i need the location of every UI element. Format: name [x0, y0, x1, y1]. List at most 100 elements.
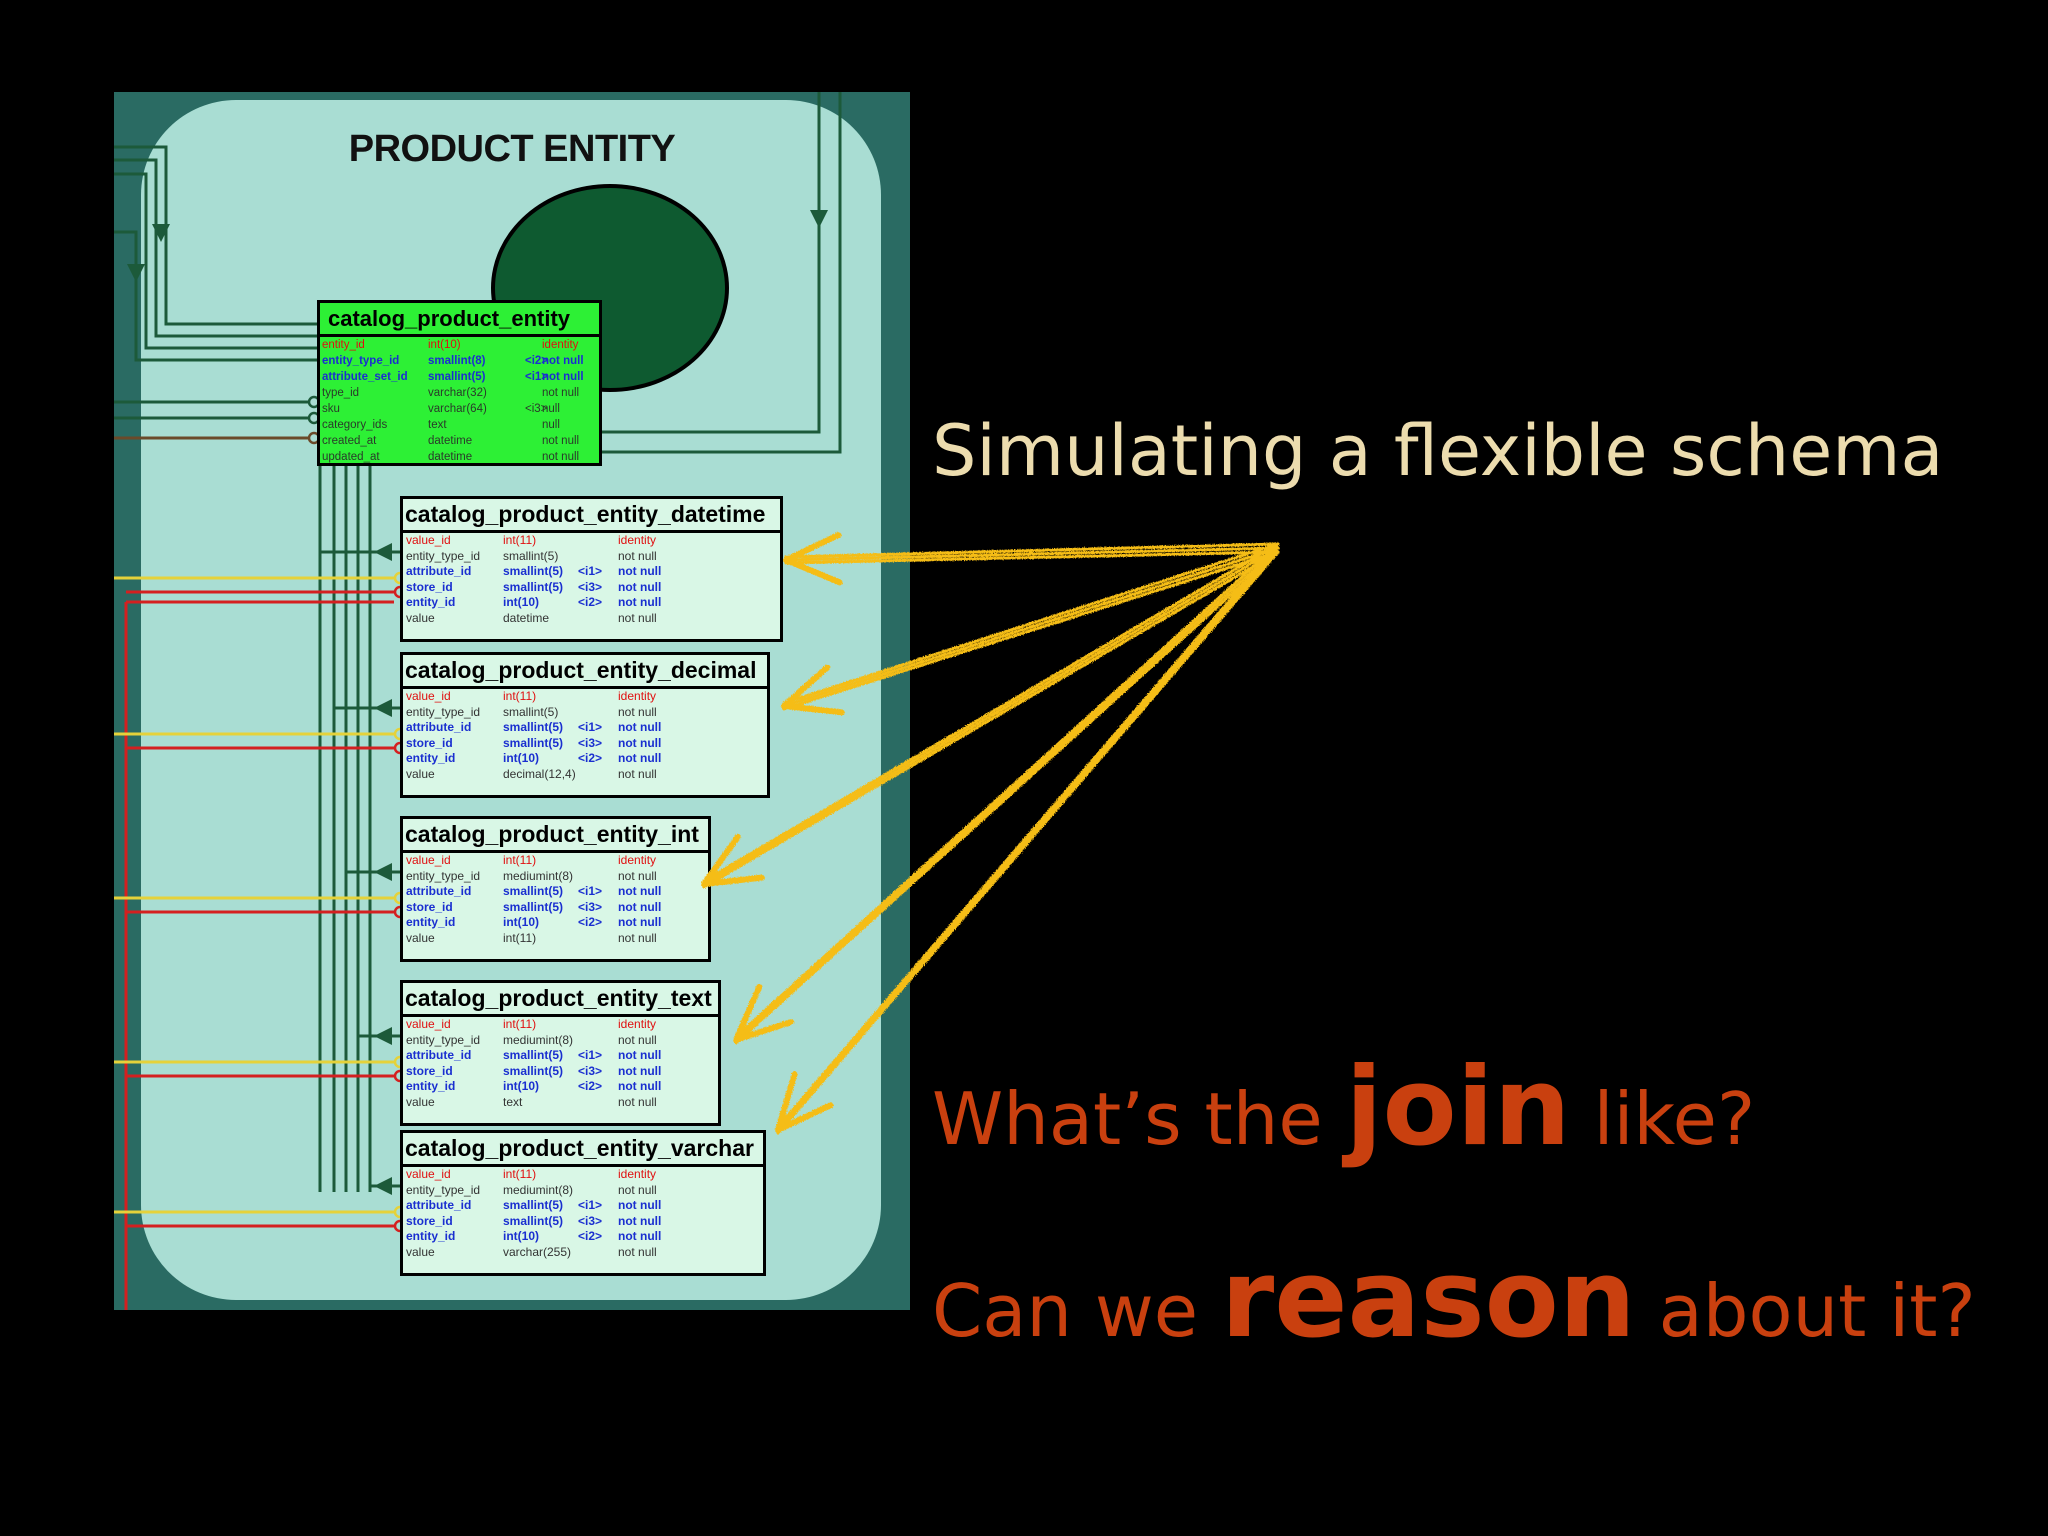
cell-col: entity_id [406, 915, 456, 929]
cell-col: attribute_set_id [322, 371, 408, 383]
annotation-arrow [734, 542, 1280, 1039]
annotation-arrow [701, 874, 765, 887]
cell-null: not null [542, 451, 580, 463]
cell-col: value_id [406, 689, 451, 703]
cell-col: entity_type_id [322, 355, 400, 367]
table-name: catalog_product_entity_datetime [403, 499, 780, 533]
cell-null: not null [618, 915, 662, 929]
cell-type: smallint(5) [503, 1048, 564, 1062]
cell-type: int(10) [503, 595, 539, 609]
connector-line [114, 158, 317, 338]
cell-type: mediumint(8) [503, 868, 574, 883]
cell-type: varchar(255) [503, 1244, 572, 1259]
cell-null: not null [618, 1079, 662, 1093]
cell-type: smallint(5) [503, 884, 564, 898]
connector-arrowhead [152, 224, 170, 242]
cell-col: value [406, 610, 435, 625]
cell-type: smallint(5) [503, 704, 559, 719]
annotation-arrow [784, 546, 1280, 562]
cell-key: <i3> [578, 1213, 603, 1228]
annotation-arrow [783, 532, 842, 563]
cell-null: not null [618, 930, 657, 945]
annotation-arrow [783, 557, 843, 586]
connector-line [594, 92, 821, 434]
cell-col: value [406, 930, 435, 945]
cell-type: mediumint(8) [503, 1182, 574, 1197]
cell-col: created_at [322, 435, 377, 447]
cell-type: int(11) [503, 1017, 537, 1031]
question-join-emphasis: join [1345, 1045, 1571, 1170]
cell-type: datetime [428, 451, 473, 463]
cell-col: store_id [406, 579, 453, 594]
cell-key: <i2> [578, 1229, 603, 1243]
annotation-arrow [782, 542, 1280, 705]
cell-type: smallint(5) [503, 899, 564, 914]
cell-type: int(10) [503, 751, 539, 765]
cell-type: smallint(5) [503, 1063, 564, 1078]
cell-null: not null [618, 766, 657, 781]
connector-arrowhead [374, 699, 392, 717]
cell-type: text [428, 419, 447, 431]
annotation-arrow [776, 546, 1280, 1132]
cell-type: int(11) [503, 533, 537, 547]
cell-col: store_id [406, 1213, 453, 1228]
connector-arrowhead [374, 543, 392, 561]
annotation-arrow [702, 542, 1280, 883]
table-name: catalog_product_entity_text [403, 983, 718, 1017]
cell-null: not null [618, 1094, 657, 1109]
cell-type: smallint(5) [503, 579, 564, 594]
cell-null: identity [618, 1017, 657, 1031]
cell-null: identity [618, 1167, 657, 1181]
cell-null: identity [542, 339, 579, 351]
cell-key: <i1> [578, 884, 603, 898]
cell-col: type_id [322, 387, 360, 399]
cell-col: attribute_id [406, 720, 472, 734]
connector-arrowhead [374, 1177, 392, 1195]
cell-col: store_id [406, 1063, 453, 1078]
annotation-arrow [782, 550, 1280, 711]
annotation-arrow [702, 546, 1280, 886]
cell-key: <i1> [525, 371, 549, 383]
cell-type: smallint(5) [503, 1213, 564, 1228]
connector-line [114, 145, 317, 326]
cell-key: <i2> [578, 751, 603, 765]
cell-type: smallint(8) [428, 355, 486, 367]
annotation-arrow [776, 542, 1280, 1129]
cell-null: not null [542, 387, 580, 399]
cell-null: identity [618, 853, 657, 867]
cell-col: attribute_id [406, 1048, 472, 1062]
annotation-arrow [781, 703, 845, 716]
cell-null: not null [618, 1198, 662, 1212]
connector-arrowhead [127, 264, 145, 282]
cell-key: <i2> [578, 915, 603, 929]
table-name: catalog_product_entity_varchar [403, 1133, 763, 1167]
table-row: value int(11) not null [403, 931, 708, 947]
cell-type: smallint(5) [503, 735, 564, 750]
question-join-before: What’s the [932, 1077, 1346, 1161]
cell-type: int(11) [503, 930, 537, 945]
annotation-arrow [782, 546, 1280, 708]
cell-col: value [406, 766, 435, 781]
cell-col: value_id [406, 853, 451, 867]
cell-null: identity [618, 533, 657, 547]
cell-col: entity_type_id [406, 868, 481, 883]
table-name: catalog_product_entity_decimal [403, 655, 767, 689]
